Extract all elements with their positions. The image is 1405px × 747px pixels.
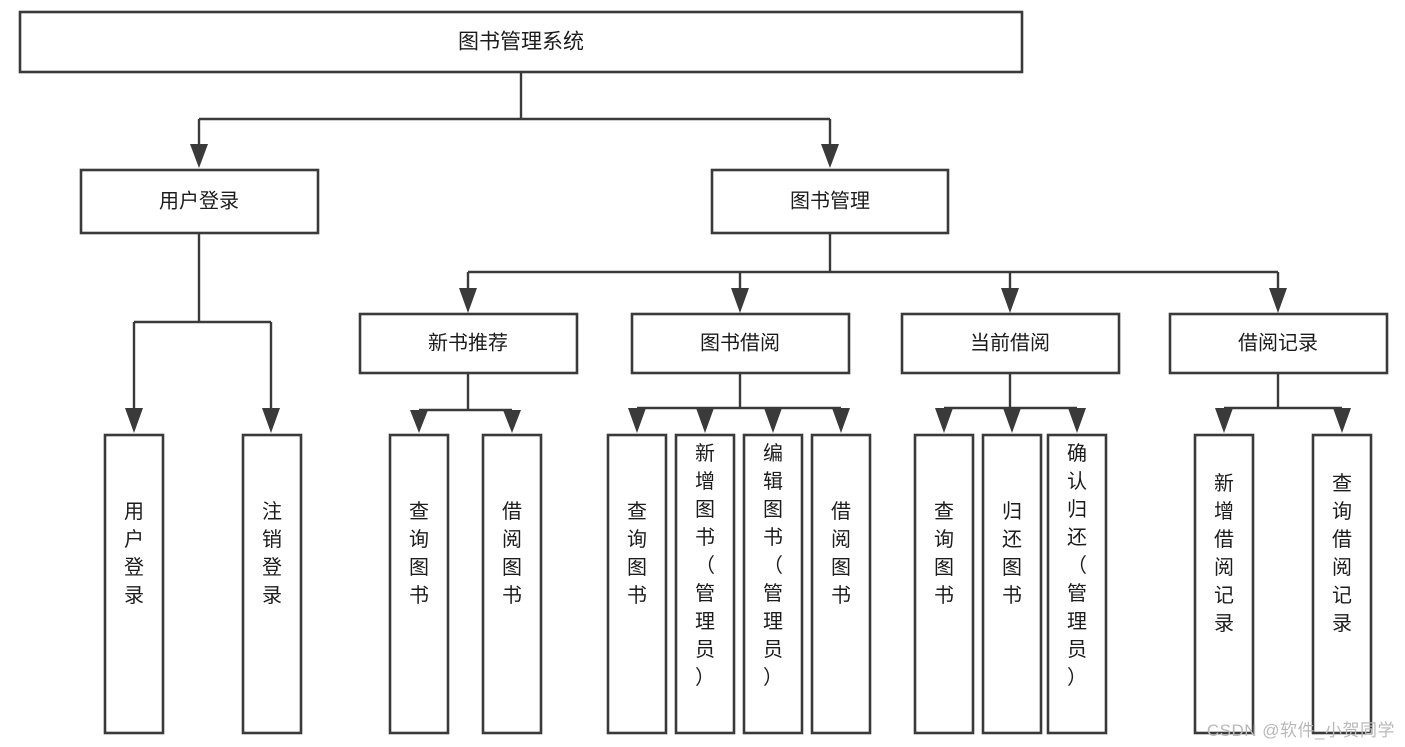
node-leaf-user-login-box[interactable] <box>103 433 165 735</box>
node-root-box[interactable] <box>18 10 1024 74</box>
node-leaf-edit-book[interactable]: 编辑图书（管理员） <box>742 433 804 735</box>
node-leaf-query-book-3-label: 查询图书 <box>934 500 954 607</box>
node-leaf-logout-login-label: 注销登录 <box>262 500 282 607</box>
node-book-borrow[interactable]: 图书借阅 <box>630 312 851 375</box>
node-current-borrow[interactable]: 当前借阅 <box>900 312 1121 375</box>
node-leaf-borrow-book-1-box[interactable] <box>481 433 543 735</box>
node-leaf-query-book-3-box[interactable] <box>913 433 975 735</box>
node-leaf-edit-book-box[interactable] <box>742 433 804 735</box>
node-leaf-logout-login-box[interactable] <box>241 433 303 735</box>
node-leaf-query-book-2-box[interactable] <box>606 433 668 735</box>
node-leaf-query-record-label: 查询借阅记录 <box>1332 472 1352 635</box>
arrowhead-leaf-query-record <box>1333 408 1351 433</box>
arrowhead-leaf-add-book <box>696 408 714 433</box>
node-user-login[interactable]: 用户登录 <box>79 168 320 235</box>
node-leaf-return-book-box[interactable] <box>981 433 1043 735</box>
node-book-management[interactable]: 图书管理 <box>710 168 950 235</box>
node-leaf-user-login[interactable]: 用户登录 <box>103 433 165 735</box>
node-leaf-borrow-book-1[interactable]: 借阅图书 <box>481 433 543 735</box>
leaf-nodes-layer: 用户登录 注销登录 查询图书 借阅图书 查询图书 新增图书（管理员） <box>103 433 1373 735</box>
arrowhead-user-login <box>190 144 208 168</box>
arrowhead-book-borrow <box>731 288 749 313</box>
node-leaf-query-record[interactable]: 查询借阅记录 <box>1311 433 1373 735</box>
node-leaf-confirm-return-box[interactable] <box>1046 433 1108 735</box>
node-leaf-edit-book-label: 编辑图书（管理员） <box>763 442 783 689</box>
node-leaf-confirm-return-label: 确认归还（管理员） <box>1067 442 1087 689</box>
node-leaf-return-book[interactable]: 归还图书 <box>981 433 1043 735</box>
node-leaf-logout-login[interactable]: 注销登录 <box>241 433 303 735</box>
node-leaf-query-record-box[interactable] <box>1311 433 1373 735</box>
node-borrow-record-label: 借阅记录 <box>1238 331 1318 354</box>
arrowhead-new-book-recommend <box>459 288 477 313</box>
connector-layer <box>125 72 1351 433</box>
node-book-management-box[interactable] <box>710 168 950 235</box>
node-book-borrow-box[interactable] <box>630 312 851 375</box>
node-current-borrow-box[interactable] <box>900 312 1121 375</box>
node-leaf-return-book-label: 归还图书 <box>1002 500 1022 607</box>
arrowhead-leaf-add-record <box>1215 408 1233 433</box>
node-user-login-label: 用户登录 <box>159 189 239 212</box>
node-new-book-recommend[interactable]: 新书推荐 <box>358 312 579 375</box>
node-borrow-record-box[interactable] <box>1168 312 1389 375</box>
node-new-book-recommend-box[interactable] <box>358 312 579 375</box>
node-leaf-user-login-label: 用户登录 <box>124 501 144 607</box>
arrowhead-leaf-return-book <box>1003 408 1021 433</box>
node-leaf-add-book[interactable]: 新增图书（管理员） <box>674 433 736 735</box>
node-borrow-record[interactable]: 借阅记录 <box>1168 312 1389 375</box>
arrowhead-leaf-query-book-3 <box>935 408 953 433</box>
node-leaf-add-book-label: 新增图书（管理员） <box>695 442 715 689</box>
node-root[interactable]: 图书管理系统 <box>18 10 1024 74</box>
node-leaf-query-book-1-box[interactable] <box>388 433 450 735</box>
arrowhead-leaf-query-book-2 <box>628 408 646 433</box>
node-leaf-add-book-box[interactable] <box>674 433 736 735</box>
node-book-management-label: 图书管理 <box>790 189 870 212</box>
arrowhead-leaf-confirm-return <box>1068 408 1086 433</box>
node-leaf-borrow-book-1-label: 借阅图书 <box>502 500 522 607</box>
arrowhead-leaf-borrow-book-2 <box>832 408 850 433</box>
node-root-label: 图书管理系统 <box>458 31 584 54</box>
node-current-borrow-label: 当前借阅 <box>970 331 1050 354</box>
node-leaf-add-record-box[interactable] <box>1193 433 1255 735</box>
arrowhead-leaf-edit-book <box>764 408 782 433</box>
node-leaf-borrow-book-2-label: 借阅图书 <box>831 500 851 607</box>
node-leaf-confirm-return[interactable]: 确认归还（管理员） <box>1046 433 1108 735</box>
arrowhead-borrow-record <box>1269 288 1287 313</box>
node-leaf-query-book-2[interactable]: 查询图书 <box>606 433 668 735</box>
arrowhead-leaf-query-book-1 <box>410 410 428 433</box>
node-leaf-query-book-2-label: 查询图书 <box>627 500 647 607</box>
node-book-borrow-label: 图书借阅 <box>700 331 780 354</box>
node-leaf-query-book-1-label: 查询图书 <box>409 500 429 607</box>
node-leaf-borrow-book-2[interactable]: 借阅图书 <box>810 433 872 735</box>
node-leaf-query-book-3[interactable]: 查询图书 <box>913 433 975 735</box>
node-user-login-box[interactable] <box>79 168 320 235</box>
csdn-watermark: CSDN @软件_小贺同学 <box>1206 721 1395 740</box>
arrowhead-leaf-borrow-book-1 <box>503 410 521 433</box>
arrowhead-leaf-user-login <box>125 408 143 433</box>
node-leaf-add-record-label: 新增借阅记录 <box>1214 472 1234 635</box>
arrowhead-current-borrow <box>1001 288 1019 313</box>
node-leaf-borrow-book-2-box[interactable] <box>810 433 872 735</box>
node-leaf-add-record[interactable]: 新增借阅记录 <box>1193 433 1255 735</box>
node-leaf-query-book-1[interactable]: 查询图书 <box>388 433 450 735</box>
arrowhead-leaf-logout-login <box>262 408 280 433</box>
arrowhead-book-management <box>821 144 839 168</box>
node-new-book-recommend-label: 新书推荐 <box>428 331 508 354</box>
